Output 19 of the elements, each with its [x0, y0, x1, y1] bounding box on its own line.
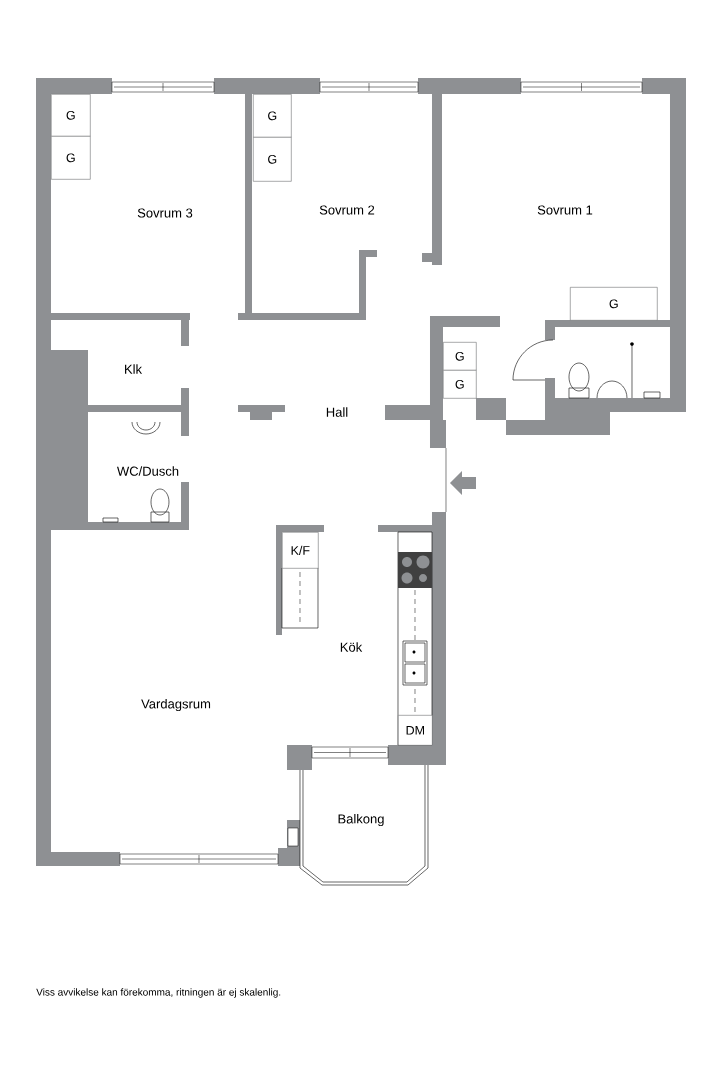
room-label: Sovrum 2: [319, 205, 375, 215]
room-label: Kök: [340, 642, 363, 652]
cabinet-box: G: [51, 94, 91, 137]
room-label: Sovrum 3: [137, 208, 193, 218]
room-label: Hall: [326, 407, 348, 417]
room-label: Sovrum 1: [537, 205, 593, 215]
room-label: Vardagsrum: [141, 698, 211, 712]
disclaimer-note: Viss avvikelse kan förekomma, ritningen är ej skalenlig.: [36, 988, 281, 998]
room-label: WC/Dusch: [117, 466, 179, 476]
cabinet-box: G: [51, 136, 91, 180]
cabinet-box: G: [253, 137, 292, 182]
cabinet-box: K/F: [282, 532, 319, 569]
cabinet-box: G: [570, 287, 658, 321]
cabinet-box: G: [253, 94, 292, 138]
cabinet-box: G: [443, 342, 477, 371]
cabinet-box: G: [443, 370, 477, 399]
room-label: Balkong: [338, 813, 384, 827]
room-label: Klk: [125, 364, 143, 374]
cabinet-box: DM: [398, 715, 433, 746]
